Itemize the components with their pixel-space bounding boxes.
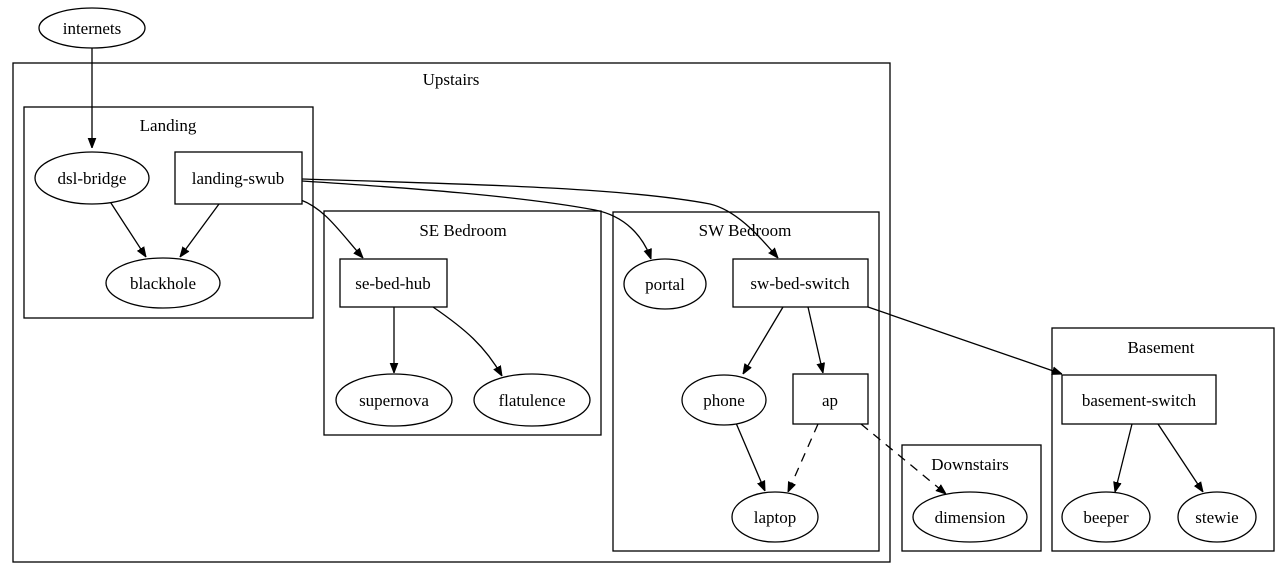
node-dimension: dimension — [912, 491, 1028, 543]
edge-basement-switch-stewie — [1157, 423, 1203, 492]
node-se-bed-hub: se-bed-hub — [339, 258, 448, 308]
node-label-ap: ap — [822, 391, 838, 410]
node-label-laptop: laptop — [754, 508, 797, 527]
cluster-landing: Landing — [23, 106, 314, 319]
cluster-upstairs: Upstairs — [12, 62, 891, 563]
edge-landing-swub-blackhole — [180, 203, 220, 257]
node-laptop: laptop — [731, 491, 819, 543]
node-label-se-bed-hub: se-bed-hub — [355, 274, 431, 293]
edge-se-bed-hub-flatulence — [432, 306, 502, 376]
node-label-beeper: beeper — [1083, 508, 1129, 527]
node-phone: phone — [681, 374, 767, 426]
node-label-phone: phone — [703, 391, 745, 410]
edge-basement-switch-beeper — [1115, 423, 1133, 492]
node-portal: portal — [623, 258, 707, 310]
cluster-label-se-bedroom: SE Bedroom — [419, 221, 506, 240]
node-label-blackhole: blackhole — [130, 274, 196, 293]
edge-sw-bed-switch-basement-switch — [867, 306, 1062, 374]
cluster-label-sw-bedroom: SW Bedroom — [699, 221, 792, 240]
edge-sw-bed-switch-ap — [807, 306, 823, 373]
node-supernova: supernova — [335, 373, 453, 427]
cluster-label-basement: Basement — [1127, 338, 1194, 357]
node-internets: internets — [38, 7, 146, 49]
node-label-landing-swub: landing-swub — [192, 169, 285, 188]
node-blackhole: blackhole — [105, 257, 221, 309]
edge-sw-bed-switch-phone — [743, 306, 784, 374]
node-ap: ap — [792, 373, 869, 425]
node-basement-switch: basement-switch — [1061, 374, 1217, 425]
cluster-downstairs: Downstairs — [901, 444, 1042, 552]
node-label-sw-bed-switch: sw-bed-switch — [750, 274, 850, 293]
cluster-label-upstairs: Upstairs — [423, 70, 480, 89]
edge-landing-swub-sw-bed-switch — [301, 178, 778, 258]
node-dsl-bridge: dsl-bridge — [34, 151, 150, 205]
edges — [92, 48, 1203, 494]
node-label-portal: portal — [645, 275, 685, 294]
cluster-label-landing: Landing — [140, 116, 197, 135]
edge-phone-laptop — [735, 422, 766, 491]
node-sw-bed-switch: sw-bed-switch — [732, 258, 869, 308]
edge-ap-laptop — [787, 423, 819, 492]
node-label-dimension: dimension — [935, 508, 1006, 527]
edge-landing-swub-portal — [301, 180, 651, 259]
cluster-label-downstairs: Downstairs — [931, 455, 1008, 474]
node-label-basement-switch: basement-switch — [1082, 391, 1197, 410]
node-label-stewie: stewie — [1195, 508, 1238, 527]
node-label-dsl-bridge: dsl-bridge — [58, 169, 127, 188]
cluster-sw-bedroom: SW Bedroom — [612, 211, 880, 552]
cluster-se-bedroom: SE Bedroom — [323, 210, 602, 436]
node-stewie: stewie — [1177, 491, 1257, 543]
node-label-flatulence: flatulence — [498, 391, 565, 410]
edge-landing-swub-se-bed-hub — [300, 199, 363, 258]
node-beeper: beeper — [1061, 491, 1151, 543]
node-landing-swub: landing-swub — [174, 151, 303, 205]
node-flatulence: flatulence — [473, 373, 591, 427]
cluster-basement: Basement — [1051, 327, 1275, 552]
node-label-internets: internets — [63, 19, 122, 38]
edge-dsl-bridge-blackhole — [108, 199, 146, 257]
edge-ap-dimension — [860, 423, 946, 494]
node-label-supernova: supernova — [359, 391, 429, 410]
